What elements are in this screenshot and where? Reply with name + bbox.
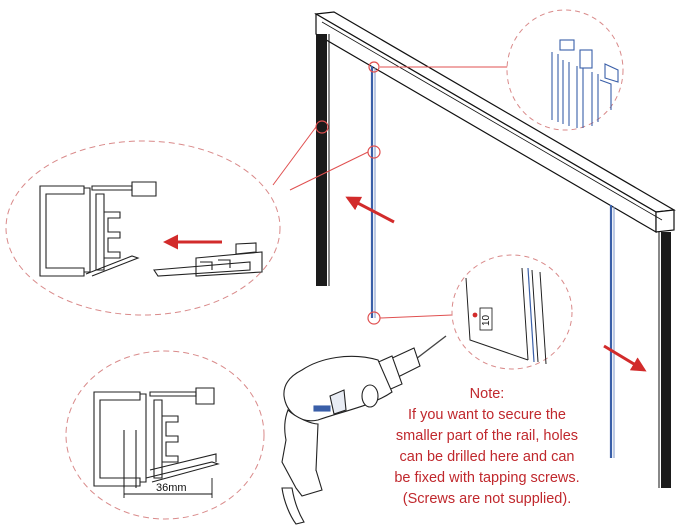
power-drill-icon <box>281 335 447 525</box>
detail-top-right <box>506 9 624 131</box>
note-line-1: If you want to secure the <box>408 407 566 423</box>
detail-bottom-left: 36mm <box>65 350 265 520</box>
note-line-2: smaller part of the rail, holes <box>396 428 578 444</box>
detail-left-profile <box>5 140 281 316</box>
callout-marker-top <box>368 61 380 73</box>
dimension-label: 36mm <box>156 482 187 494</box>
note-line-5: (Screws are not supplied). <box>403 491 571 507</box>
rail-beam-top <box>314 11 676 213</box>
callout-connectors <box>272 66 512 319</box>
arrow-insert-left <box>345 196 395 224</box>
installation-note: Note: If you want to secure the smaller … <box>394 386 579 507</box>
drill-hole-mark <box>472 312 478 318</box>
left-post <box>316 34 327 286</box>
drill-marking-label: 10 <box>481 314 492 326</box>
note-line-4: be fixed with tapping screws. <box>394 470 579 486</box>
callout-marker-mid <box>367 145 381 159</box>
arrow-insert-right <box>603 344 647 372</box>
right-post <box>661 232 671 488</box>
note-line-3: can be drilled here and can <box>400 449 575 465</box>
callout-marker-bottom <box>367 311 381 325</box>
detail-drill-point: 10 <box>451 254 573 370</box>
rail-beam-end <box>655 209 675 233</box>
rail-frame <box>314 11 676 488</box>
note-heading: Note: <box>470 386 505 402</box>
